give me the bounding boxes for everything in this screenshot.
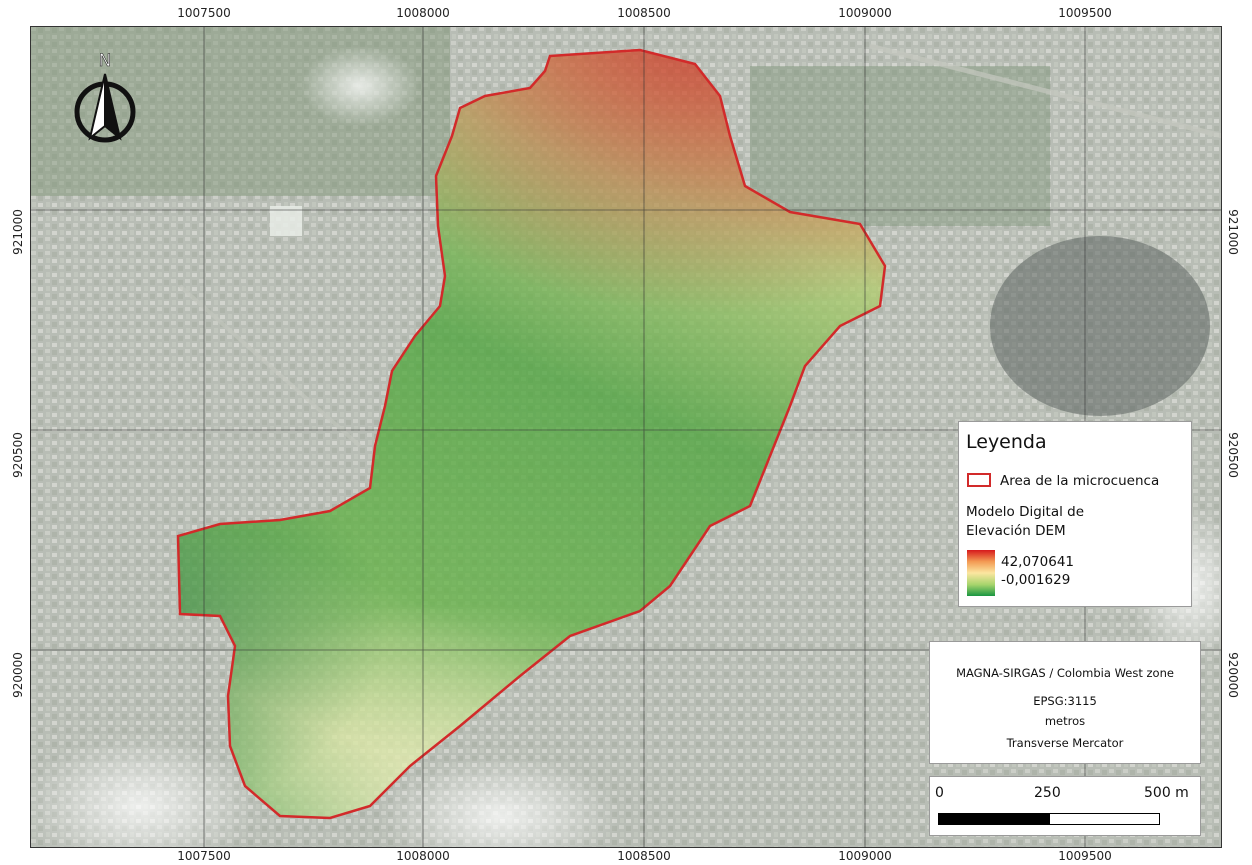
dem-title-line1: Modelo Digital de [966,504,1085,520]
grid-label-x-bottom: 1008000 [396,849,450,863]
area-swatch [967,473,991,487]
dem-min-value: -0,001629 [1001,572,1071,588]
crs-projection: Transverse Mercator [1006,736,1124,750]
grid-label-x-bottom: 1009500 [1058,849,1112,863]
grid-label-x-top: 1007500 [177,6,231,20]
grid-label-x-bottom: 1008500 [617,849,671,863]
area-label: Area de la microcuenca [1000,473,1160,489]
legend-title: Leyenda [966,431,1047,453]
crs-epsg: EPSG:3115 [1033,694,1097,708]
scale-label-250: 250 [1034,785,1061,801]
grid-label-y-right: 920500 [1226,432,1240,478]
grid-label-x-top: 1008500 [617,6,671,20]
scale-bar: 0 250 500 m [929,776,1201,836]
grid-label-y-right: 920000 [1226,652,1240,698]
scale-segment-black [938,813,1049,825]
dem-title: Modelo Digital de Elevación DEM [966,503,1156,541]
scale-label-500: 500 m [1144,785,1189,801]
crs-units: metros [1044,714,1086,728]
dem-max-value: 42,070641 [1001,554,1075,570]
scale-label-0: 0 [935,785,944,801]
grid-label-y-left: 921000 [11,209,25,255]
scale-segment-white [1049,813,1160,825]
north-arrow-icon: N [70,48,140,158]
grid-label-y-left: 920000 [11,652,25,698]
water-body [990,236,1210,416]
grid-label-y-left: 920500 [11,432,25,478]
grid-label-x-top: 1009500 [1058,6,1112,20]
grid-label-x-top: 1008000 [396,6,450,20]
grid-label-x-bottom: 1007500 [177,849,231,863]
crs-name: MAGNA-SIRGAS / Colombia West zone [956,666,1174,680]
crs-info-panel: MAGNA-SIRGAS / Colombia West zone EPSG:3… [929,641,1201,764]
grid-label-y-right: 921000 [1226,209,1240,255]
grid-label-x-top: 1009000 [838,6,892,20]
dem-color-ramp [967,550,995,596]
north-label: N [99,51,112,71]
grid-label-x-bottom: 1009000 [838,849,892,863]
legend-panel: Leyenda Area de la microcuenca Modelo Di… [958,421,1192,607]
dem-title-line2: Elevación DEM [966,523,1066,539]
